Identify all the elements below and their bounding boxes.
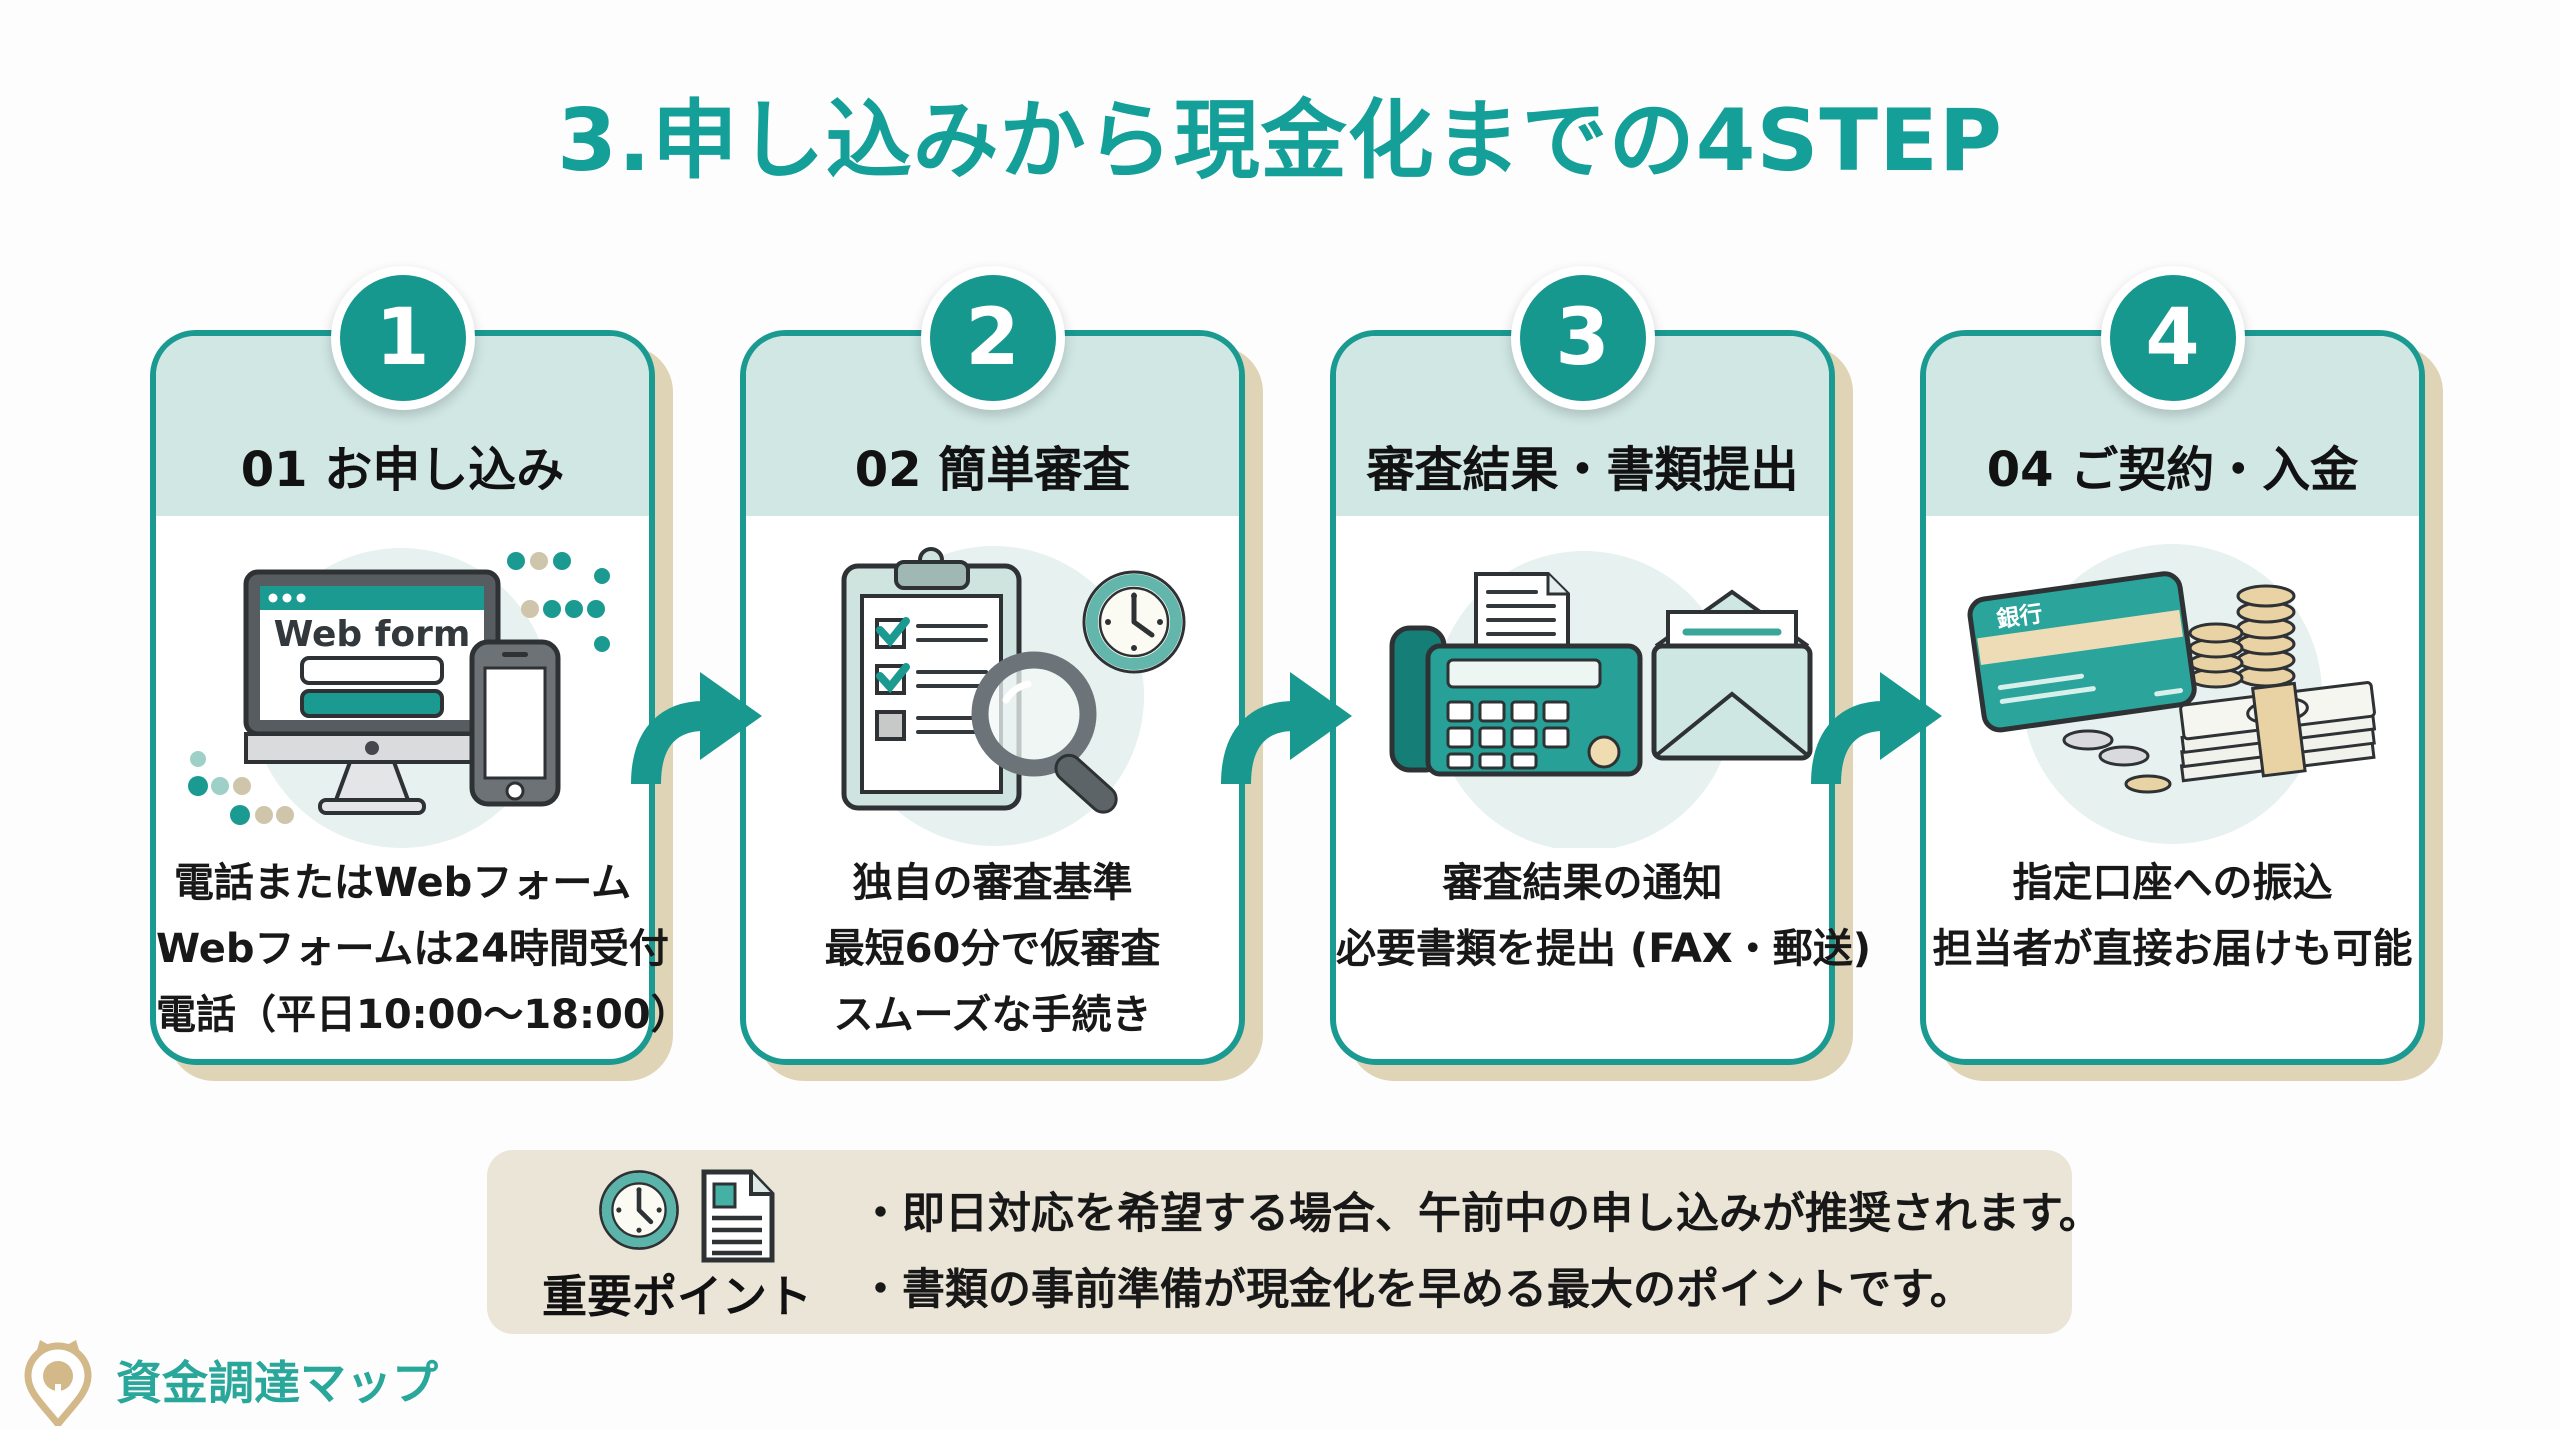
step-1-line-1: 電話またはWebフォーム bbox=[173, 860, 632, 906]
step-2-description: 独自の審査基準 最短60分で仮審査 スムーズな手続き bbox=[746, 850, 1239, 1048]
monitor-phone-webform-icon: Web form bbox=[188, 548, 610, 848]
step-2-line-3: スムーズな手続き bbox=[833, 992, 1152, 1038]
step-number-badge: 1 bbox=[330, 266, 475, 410]
step-card-1: 1 01 お申し込み Web form bbox=[150, 266, 691, 1065]
step-4-header-label: 04 ご契約・入金 bbox=[1986, 442, 2359, 498]
fax-envelope-icon bbox=[1389, 551, 1813, 848]
step-1-header-label: 01 お申し込み bbox=[240, 442, 565, 498]
arrow-right-icon bbox=[1221, 672, 1352, 785]
arrow-right-icon bbox=[631, 672, 762, 785]
step-4-line-2: 担当者が直接お届けも可能 bbox=[1932, 926, 2413, 972]
step-1-line-2: Webフォームは24時間受付 bbox=[156, 926, 669, 972]
step-4-line-1: 指定口座への振込 bbox=[2012, 860, 2333, 906]
important-points-label: 重要ポイント bbox=[541, 1270, 812, 1323]
clipboard-magnifier-clock-icon bbox=[841, 546, 1186, 846]
step-3-description: 審査結果の通知 必要書類を提出 (FAX・郵送) bbox=[1336, 850, 1872, 982]
document-icon bbox=[701, 1169, 775, 1263]
important-points-bullets: ・即日対応を希望する場合、午前中の申し込みが推奨されます。 ・書類の事前準備が現… bbox=[859, 1176, 2102, 1328]
webform-screen-label: Web form bbox=[274, 614, 471, 655]
arrow-right-icon bbox=[1811, 672, 1942, 785]
step-3-line-2: 必要書類を提出 (FAX・郵送) bbox=[1336, 926, 1872, 972]
step-3-header: 審査結果・書類提出 bbox=[1336, 336, 1829, 516]
step-2-header-label: 02 簡単審査 bbox=[854, 442, 1131, 498]
step-2-line-1: 独自の審査基準 bbox=[852, 860, 1133, 906]
step-3-line-1: 審査結果の通知 bbox=[1442, 860, 1723, 906]
important-points-box: 重要ポイント ・即日対応を希望する場合、午前中の申し込みが推奨されます。 ・書類… bbox=[487, 1150, 2102, 1334]
dots-decoration bbox=[188, 552, 610, 825]
bank-card-label: 銀行 bbox=[1995, 600, 2044, 633]
clock-icon bbox=[599, 1170, 679, 1250]
brand-logo-text: 資金調達マップ bbox=[116, 1356, 438, 1410]
step-number-badge: 4 bbox=[2100, 266, 2245, 410]
brand-logo: 資金調達マップ bbox=[14, 1334, 438, 1426]
step-number-badge: 3 bbox=[1510, 266, 1655, 410]
step-card-3: 3 審査結果・書類提出 bbox=[1330, 266, 1872, 1065]
step-2-line-2: 最短60分で仮審査 bbox=[824, 926, 1161, 972]
step-number-badge: 2 bbox=[920, 266, 1065, 410]
page-title: 3.申し込みから現金化までの4STEP bbox=[557, 91, 2003, 191]
bullet-1: ・即日対応を希望する場合、午前中の申し込みが推奨されます。 bbox=[859, 1189, 2102, 1239]
bankcard-cash-coins-icon: 銀行 bbox=[1967, 544, 2377, 844]
step-4-description: 指定口座への振込 担当者が直接お届けも可能 bbox=[1926, 850, 2419, 982]
step-card-4: 4 04 ご契約・入金 銀行 bbox=[1920, 266, 2425, 1065]
bullet-2: ・書類の事前準備が現金化を早める最大のポイントです。 bbox=[859, 1265, 1973, 1315]
map-pin-crown-icon bbox=[24, 1340, 92, 1426]
step-1-line-3: 電話（平日10:00〜18:00） bbox=[156, 992, 691, 1038]
step-card-2: 2 02 簡単審査 bbox=[740, 266, 1245, 1065]
step-3-header-label: 審査結果・書類提出 bbox=[1366, 442, 1799, 498]
step-1-description: 電話またはWebフォーム Webフォームは24時間受付 電話（平日10:00〜1… bbox=[156, 850, 691, 1048]
